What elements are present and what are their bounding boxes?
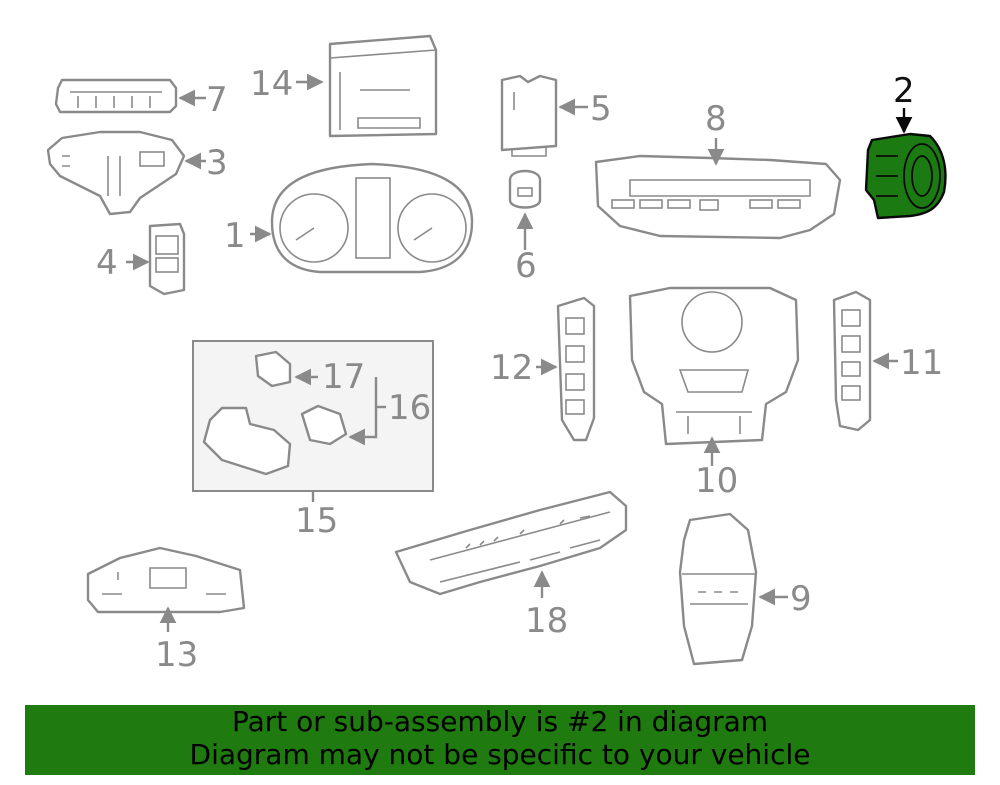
- part-13-switch-panel[interactable]: [86, 546, 246, 632]
- part-4-switch[interactable]: [126, 222, 186, 296]
- label-18: 18: [525, 601, 568, 641]
- label-7: 7: [206, 80, 228, 120]
- part-3-switch-housing[interactable]: [46, 130, 206, 216]
- label-15: 15: [295, 501, 338, 541]
- label-1: 1: [224, 216, 246, 256]
- label-5: 5: [590, 89, 612, 129]
- part-15-kit-box[interactable]: [192, 340, 434, 502]
- part-5-bracket[interactable]: [500, 74, 588, 157]
- part-1-instrument-cluster[interactable]: [250, 162, 474, 274]
- part-7-switch-strip[interactable]: [54, 78, 206, 114]
- label-3: 3: [206, 143, 228, 183]
- part-14-module[interactable]: [296, 34, 438, 138]
- label-11: 11: [900, 343, 943, 383]
- label-17: 17: [322, 357, 365, 397]
- label-8: 8: [705, 99, 727, 139]
- part-6-button[interactable]: [508, 169, 542, 250]
- part-18-climate-bezel[interactable]: [394, 490, 628, 598]
- label-4: 4: [96, 243, 118, 283]
- label-14: 14: [250, 64, 293, 104]
- part-9-shifter-housing[interactable]: [678, 512, 788, 666]
- label-12: 12: [490, 348, 533, 388]
- label-10: 10: [695, 461, 738, 501]
- label-9: 9: [790, 579, 812, 619]
- label-6: 6: [515, 246, 537, 286]
- banner-line-1: Part or sub-assembly is #2 in diagram: [231, 705, 769, 738]
- label-13: 13: [155, 635, 198, 675]
- banner-line-2: Diagram may not be specific to your vehi…: [189, 738, 811, 771]
- part-11-switch-strip[interactable]: [832, 290, 898, 432]
- label-2: 2: [893, 71, 915, 111]
- part-8-control-panel[interactable]: [594, 138, 842, 240]
- part-10-center-console[interactable]: [628, 286, 800, 466]
- info-banner: Part or sub-assembly is #2 in diagram Di…: [25, 705, 975, 775]
- label-16: 16: [388, 388, 431, 428]
- part-2-highlighted-assembly[interactable]: [864, 108, 947, 220]
- part-12-switch-strip[interactable]: [536, 296, 596, 442]
